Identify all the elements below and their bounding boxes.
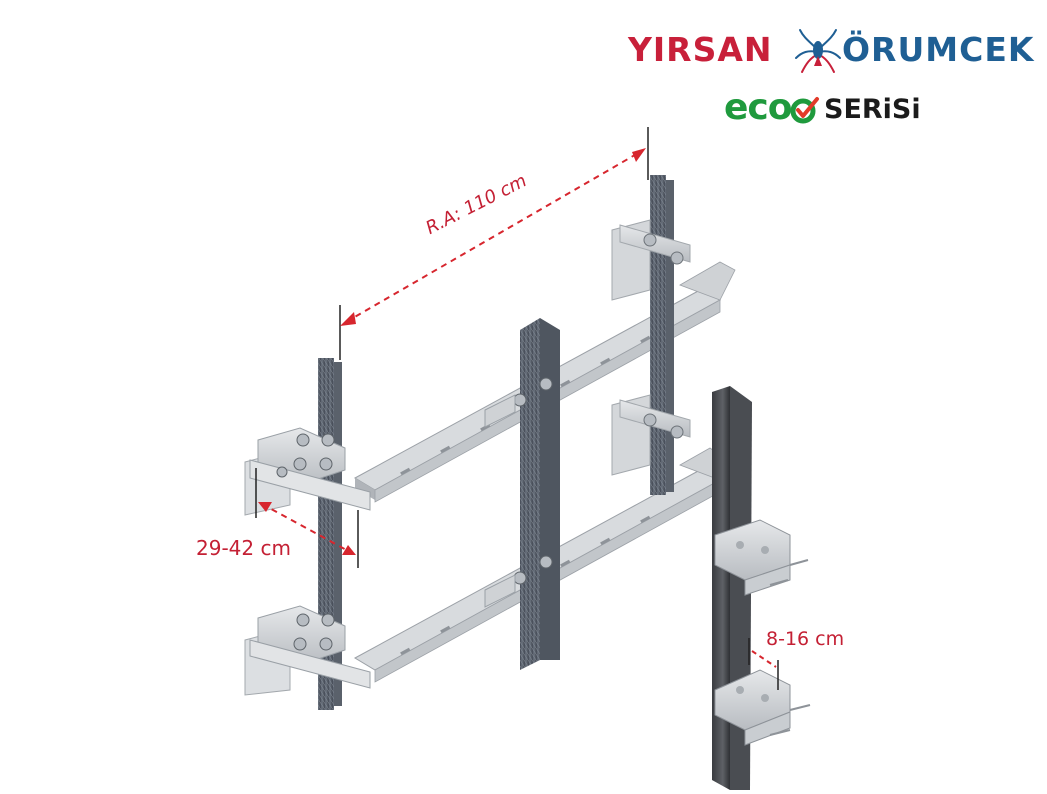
series-badge: eco SERiSi — [724, 88, 954, 128]
dimension-bracket-depth — [255, 468, 359, 568]
series-name: SERiSi — [824, 94, 921, 125]
dimension-rail-spacing — [339, 127, 649, 360]
wall-bracket-back-upper — [611, 219, 691, 301]
spider-icon — [795, 29, 841, 73]
anchor-bracket-upper — [714, 519, 809, 596]
anchor-offset-label: 8-16 cm — [766, 628, 845, 650]
vertical-rail-back-right — [650, 175, 674, 495]
dimension-anchor-offset — [748, 638, 779, 690]
checkmark-icon — [790, 97, 819, 124]
series-prefix: eco — [724, 87, 792, 128]
brand-name-right: ÖRUMCEK — [842, 30, 1035, 69]
wall-bracket-left-lower — [244, 605, 371, 696]
brand-logo: YIRSAN ÖRUMCEK — [626, 29, 1036, 74]
vertical-rail-middle — [484, 318, 560, 670]
brand-name-left: YIRSAN — [628, 30, 773, 69]
wall-bracket-back-lower — [611, 394, 691, 476]
bracket-depth-label: 29-42 cm — [196, 536, 291, 560]
anchor-bracket-lower — [714, 669, 811, 746]
wall-bracket-left-upper — [244, 427, 371, 516]
